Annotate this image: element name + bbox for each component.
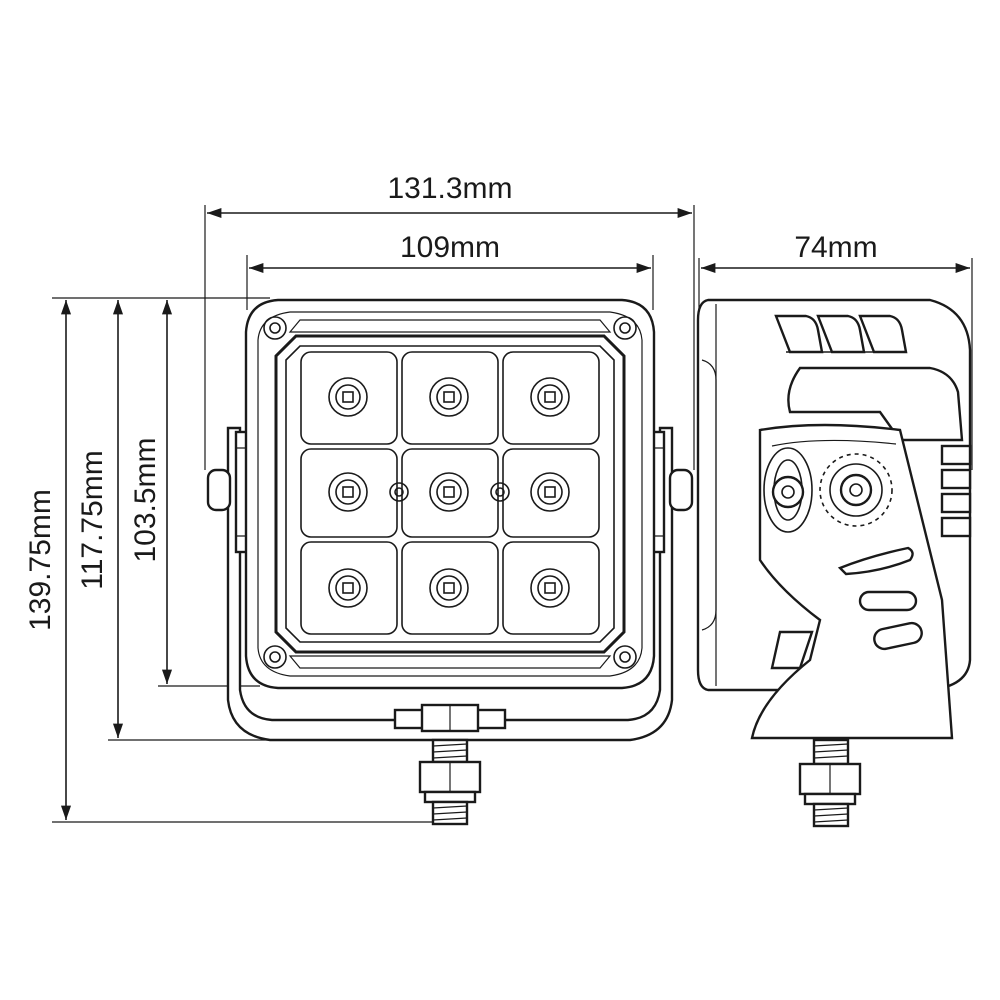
screw-icon — [263, 316, 287, 340]
dimension-face-width: 109mm — [246, 231, 654, 310]
bracket-height-label: 117.75mm — [76, 450, 109, 590]
led-icon — [530, 472, 570, 512]
dimension-overall-height: 139.75mm — [24, 297, 440, 823]
face-height-label: 103.5mm — [129, 437, 162, 562]
screw-icon — [263, 645, 287, 669]
corner-screws — [263, 316, 637, 669]
mounting-bolt — [393, 703, 507, 826]
adjuster-gear-icon — [819, 453, 893, 527]
lens-screw-icon — [389, 482, 409, 502]
led-icon — [328, 377, 368, 417]
side-mounting-bolt — [798, 738, 862, 828]
overall-height-label: 139.75mm — [24, 489, 57, 631]
overall-width-label: 131.3mm — [387, 172, 512, 205]
led-icon — [328, 568, 368, 608]
led-icon — [429, 377, 469, 417]
led-grid — [300, 351, 600, 635]
side-view — [696, 298, 972, 828]
dimension-depth: 74mm — [698, 231, 973, 470]
led-icon — [429, 472, 469, 512]
screw-icon — [613, 316, 637, 340]
depth-label: 74mm — [794, 231, 877, 264]
adjuster-knob-icon — [763, 447, 813, 533]
lens-screw-icon — [490, 482, 510, 502]
dimension-face-height: 103.5mm — [129, 300, 260, 687]
cooling-fins — [770, 314, 972, 670]
bracket-slots — [837, 546, 923, 651]
lamp-housing — [244, 298, 656, 690]
side-bracket — [750, 423, 954, 740]
led-icon — [429, 568, 469, 608]
led-icon — [328, 472, 368, 512]
led-icon — [530, 568, 570, 608]
led-icon — [530, 377, 570, 417]
front-view — [206, 298, 694, 826]
dimension-overall-width: 131.3mm — [204, 172, 695, 470]
screw-icon — [613, 645, 637, 669]
face-width-label: 109mm — [400, 231, 500, 264]
